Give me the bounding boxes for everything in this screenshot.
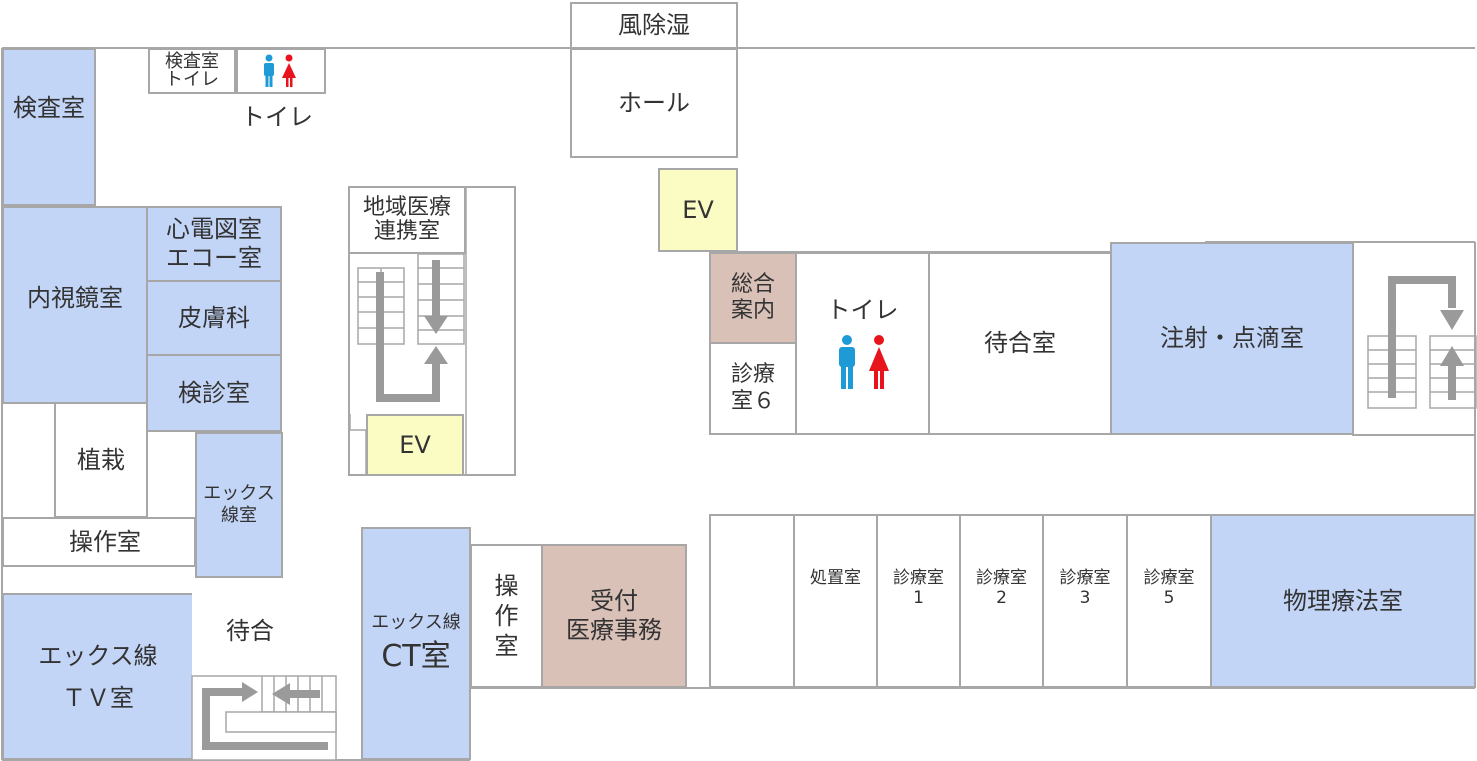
- xray-room[interactable]: エックス 線室: [195, 432, 283, 578]
- elevator-top[interactable]: EV: [658, 168, 738, 252]
- injection-drip-room[interactable]: 注射・点滴室: [1110, 242, 1354, 435]
- xray-tv-label: エックス線 ＴＶ室: [38, 641, 158, 712]
- reception[interactable]: 受付 医療事務: [541, 544, 687, 688]
- wind-room[interactable]: 風除湿: [570, 2, 738, 49]
- planting: 植栽: [54, 402, 148, 518]
- clinic-room-6[interactable]: 診療 室６: [709, 342, 797, 435]
- toilet-center-label: トイレ: [826, 296, 899, 325]
- xray-tv-room[interactable]: エックス線 ＴＶ室: [2, 593, 192, 760]
- elevator-center[interactable]: EV: [366, 414, 464, 476]
- arrow-icon: [1388, 276, 1456, 400]
- arrow-icon: [376, 260, 440, 402]
- toilet-nw-label: トイレ: [241, 103, 313, 131]
- exam-room[interactable]: 検査室: [2, 48, 96, 206]
- female-icon: [868, 334, 889, 389]
- clinic-room-5[interactable]: 診療室 5: [1126, 514, 1212, 688]
- physical-therapy-room[interactable]: 物理療法室: [1210, 514, 1476, 688]
- clinic-room-1[interactable]: 診療室 1: [876, 514, 961, 688]
- xray-ct-label-small: エックス線: [371, 611, 461, 633]
- control-room-vertical[interactable]: 操 作 室: [470, 544, 543, 688]
- xray-ct-room[interactable]: エックス線 CT室: [361, 527, 471, 760]
- checkup-room[interactable]: 検診室: [146, 354, 282, 432]
- toilet-center[interactable]: トイレ: [795, 252, 930, 435]
- treatment-room[interactable]: 処置室: [793, 514, 878, 688]
- xray-ct-label-big: CT室: [381, 639, 451, 675]
- toilet-icons-nw: [236, 48, 326, 94]
- clinic-room-2[interactable]: 診療室 2: [959, 514, 1044, 688]
- exam-room-toilet[interactable]: 検査室 トイレ: [148, 48, 236, 94]
- ecg-echo-room[interactable]: 心電図室 エコー室: [146, 206, 282, 282]
- community-liaison-room[interactable]: 地域医療 連携室: [348, 186, 466, 254]
- hall[interactable]: ホール: [570, 48, 738, 158]
- waiting-small: 待合: [226, 617, 274, 645]
- control-room-left[interactable]: 操作室: [2, 517, 196, 567]
- blank-room: [709, 514, 795, 688]
- male-icon: [838, 334, 855, 389]
- clinic-room-3[interactable]: 診療室 3: [1042, 514, 1128, 688]
- female-icon: [282, 54, 296, 87]
- endoscopy-room[interactable]: 内視鏡室: [2, 206, 148, 404]
- male-icon: [264, 54, 274, 87]
